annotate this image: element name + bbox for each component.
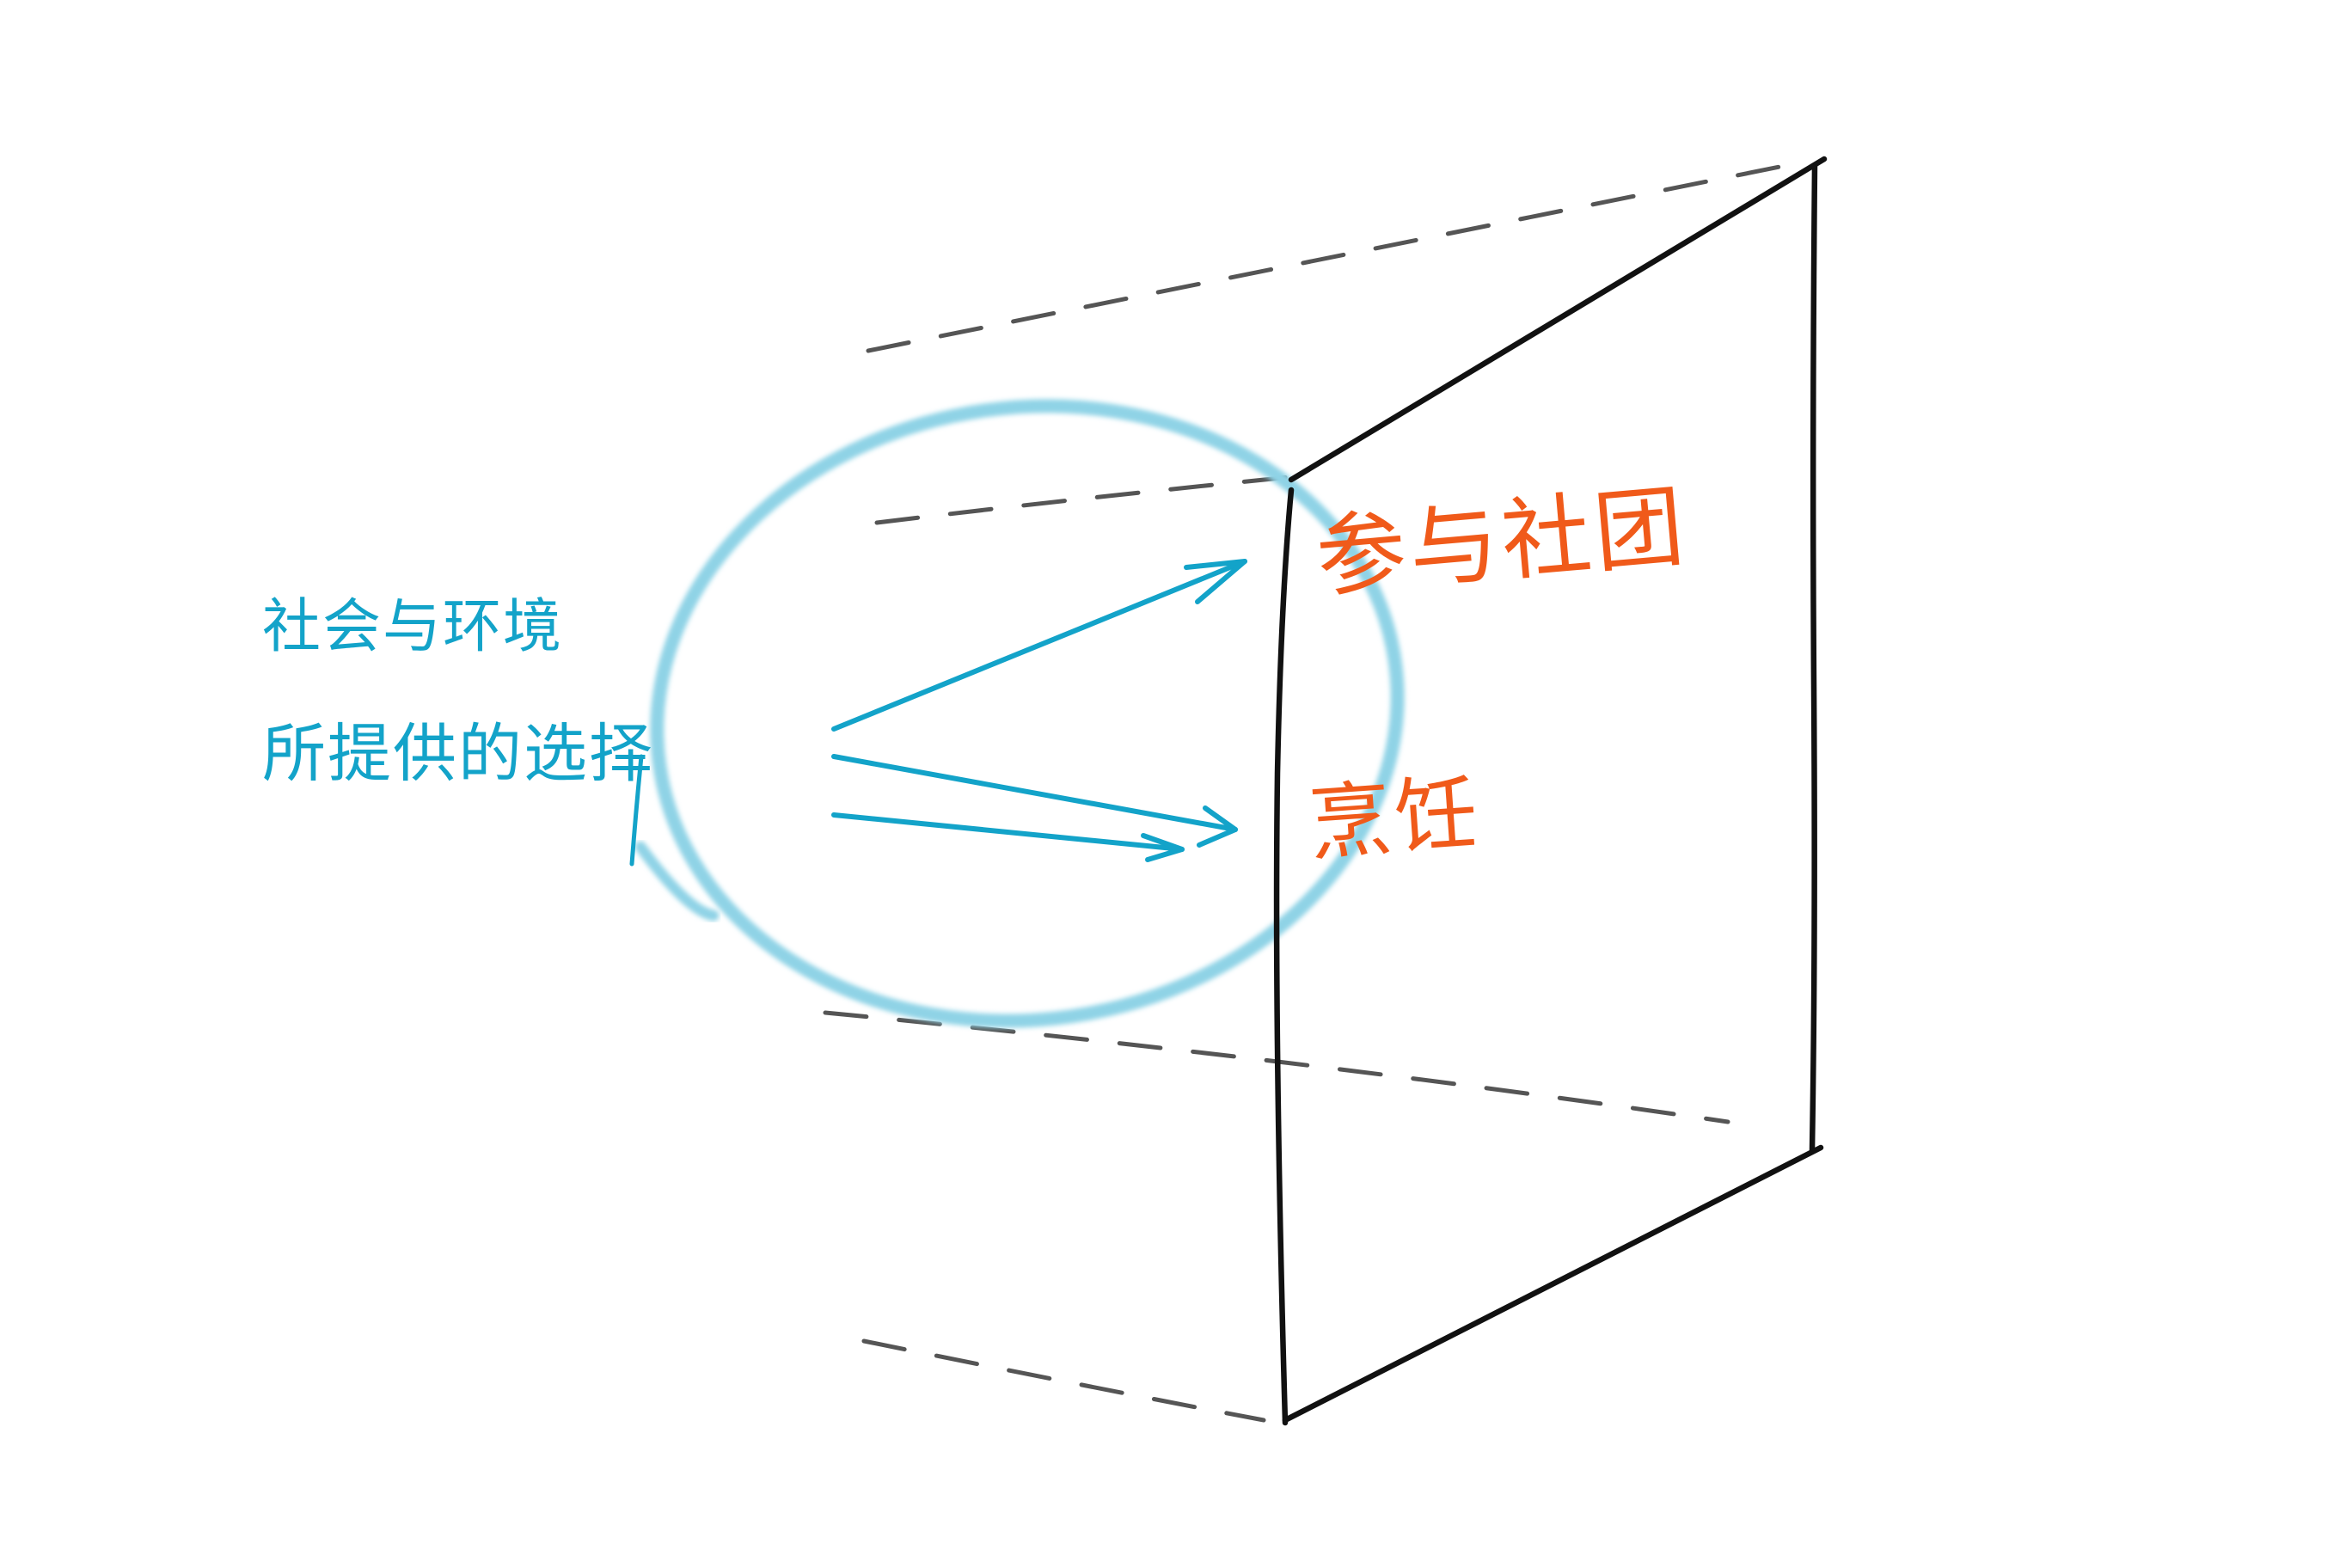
arrow-lower [831, 812, 1185, 852]
dashed-guide-upper-middle [874, 475, 1292, 525]
panel-left-edge [1273, 487, 1295, 1426]
panel-top-edge [1288, 156, 1828, 483]
perspective-panel [1273, 156, 1828, 1426]
arrow-middle-head [1197, 805, 1238, 848]
dashed-guide-lower-middle [823, 1010, 1730, 1124]
choice-arrows [831, 559, 1247, 862]
left-label-line1: 社会与环境 [262, 593, 563, 661]
left-label-line2: 所提供的选择 [262, 717, 654, 791]
dashed-guide-bottom [861, 1338, 1266, 1423]
right-label-bottom: 烹饪 [1306, 764, 1484, 873]
arrow-upper-head [1184, 559, 1247, 604]
panel-bottom-edge [1282, 1144, 1824, 1424]
dashed-guide-top [866, 159, 1808, 353]
dashed-guides [823, 159, 1808, 1423]
choice-circle [634, 399, 1405, 1028]
arrow-middle [831, 754, 1238, 832]
right-label-top: 参与社团 [1313, 474, 1692, 610]
arrow-upper [831, 559, 1247, 732]
arrow-lower-head [1141, 833, 1185, 862]
left-label-tail [629, 754, 644, 867]
left-label: 社会与环境 所提供的选择 [262, 593, 654, 867]
right-labels: 参与社团 烹饪 [1306, 474, 1692, 873]
panel-right-edge [1809, 162, 1818, 1154]
